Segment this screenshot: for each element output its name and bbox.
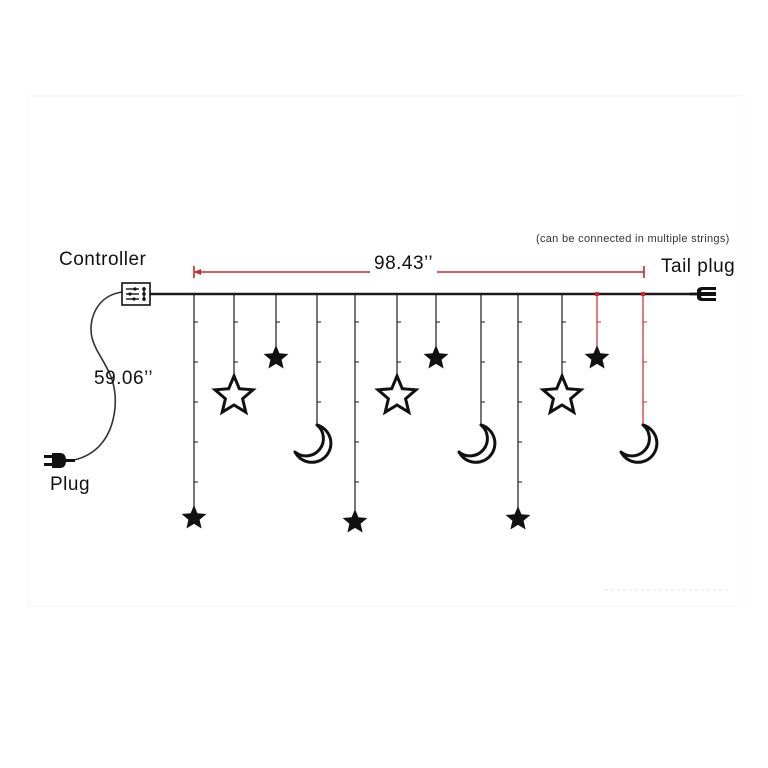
outline-star-icon xyxy=(539,372,585,416)
filled-star-icon xyxy=(423,345,449,369)
filled-star-icon xyxy=(505,506,531,530)
filled-star-icon xyxy=(263,345,289,369)
drop-string-3 xyxy=(263,294,289,369)
lead-length-label: 59.06’’ xyxy=(94,368,154,389)
plug-label: Plug xyxy=(50,474,91,495)
crescent-moon-icon xyxy=(619,423,659,464)
crescent-moon-icon xyxy=(293,423,333,464)
drop-string-6 xyxy=(374,294,420,416)
filled-star-icon xyxy=(584,345,610,369)
outline-star-icon xyxy=(374,372,420,416)
drop-string-2 xyxy=(211,294,257,416)
crescent-moon-icon xyxy=(457,423,497,464)
faint-frame xyxy=(27,95,745,607)
drop-string-7 xyxy=(423,294,449,369)
drop-string-1 xyxy=(181,294,207,529)
filled-star-icon xyxy=(342,509,368,533)
filled-star-icon xyxy=(181,505,207,529)
drop-string-9 xyxy=(505,294,531,530)
drop-string-12 xyxy=(619,292,659,464)
tail-plug-label: Tail plug xyxy=(661,256,736,277)
drop-string-11 xyxy=(584,292,610,369)
drops-layer xyxy=(181,292,659,533)
drop-string-4 xyxy=(293,294,333,464)
power-plug-icon xyxy=(44,453,75,468)
main-length-label: 98.43’’ xyxy=(370,253,438,275)
outline-star-icon xyxy=(211,372,257,416)
drop-string-8 xyxy=(457,294,497,464)
connect-note: (can be connected in multiple strings) xyxy=(536,233,730,245)
drop-string-5 xyxy=(342,294,368,533)
controller-box-icon xyxy=(121,282,151,306)
controller-label: Controller xyxy=(59,249,147,270)
lead-cable xyxy=(73,291,123,461)
drop-string-10 xyxy=(539,294,585,416)
tail-plug-icon xyxy=(690,287,716,301)
